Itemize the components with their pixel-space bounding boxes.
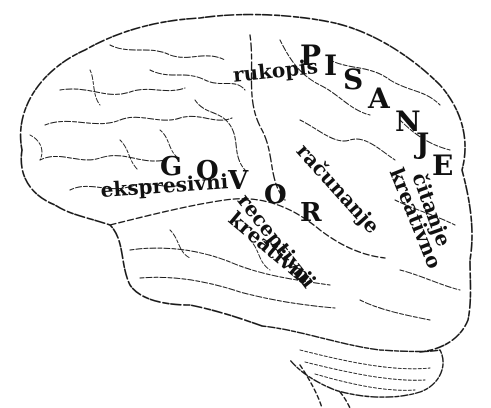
- pisanje-letter: A: [368, 85, 390, 113]
- cerebellum-outline: [262, 326, 443, 397]
- brainstem: [300, 365, 322, 408]
- pisanje-letter: E: [432, 152, 453, 180]
- govor-letter: O: [264, 182, 287, 208]
- govor-letter: R: [300, 200, 322, 226]
- pisanje-letter: S: [343, 66, 363, 94]
- pisanje-letter: I: [324, 52, 337, 80]
- govor-letter: V: [228, 168, 248, 194]
- pisanje-letter: J: [416, 130, 429, 158]
